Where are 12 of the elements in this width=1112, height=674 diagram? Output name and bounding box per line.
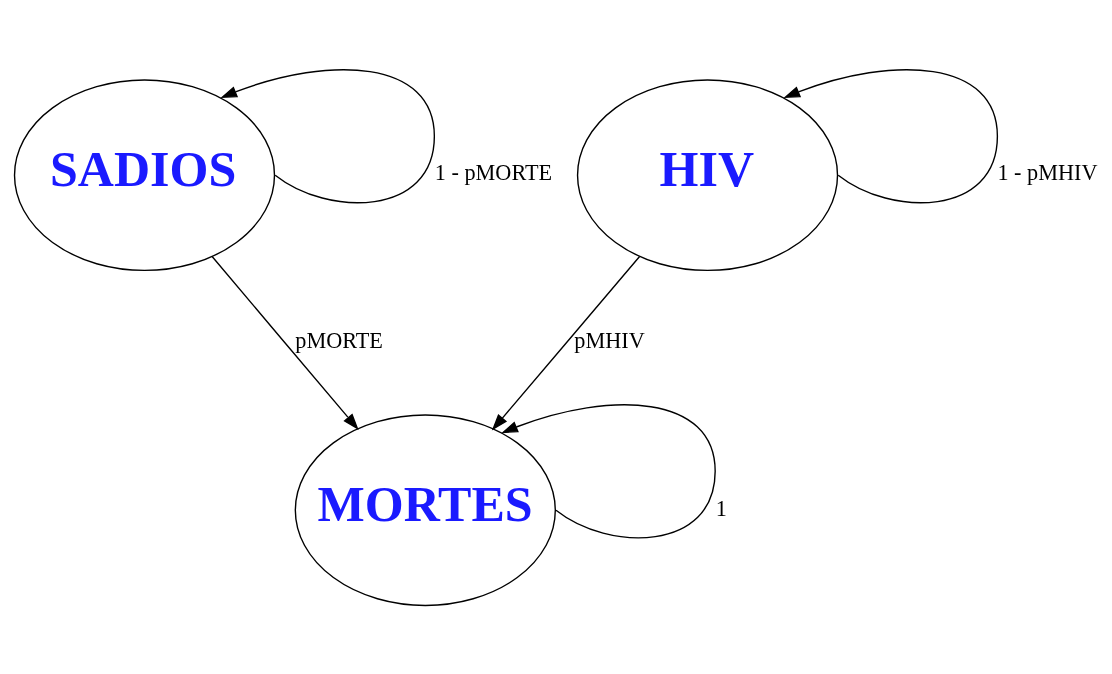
edge-label: 1 - pMHIV bbox=[997, 159, 1098, 185]
edge-label: 1 - pMORTE bbox=[434, 159, 553, 185]
arrow bbox=[783, 68, 999, 203]
edge-label: pMORTE bbox=[295, 327, 383, 353]
arrow bbox=[220, 68, 436, 203]
arrow bbox=[501, 403, 716, 538]
edge-label: pMHIV bbox=[574, 327, 645, 353]
node-ellipse: SADIOS bbox=[13, 78, 276, 271]
node-ellipse: HIV bbox=[576, 78, 839, 271]
arrow bbox=[211, 255, 359, 430]
arrow bbox=[491, 255, 641, 431]
edge-label: 1 bbox=[715, 494, 727, 520]
